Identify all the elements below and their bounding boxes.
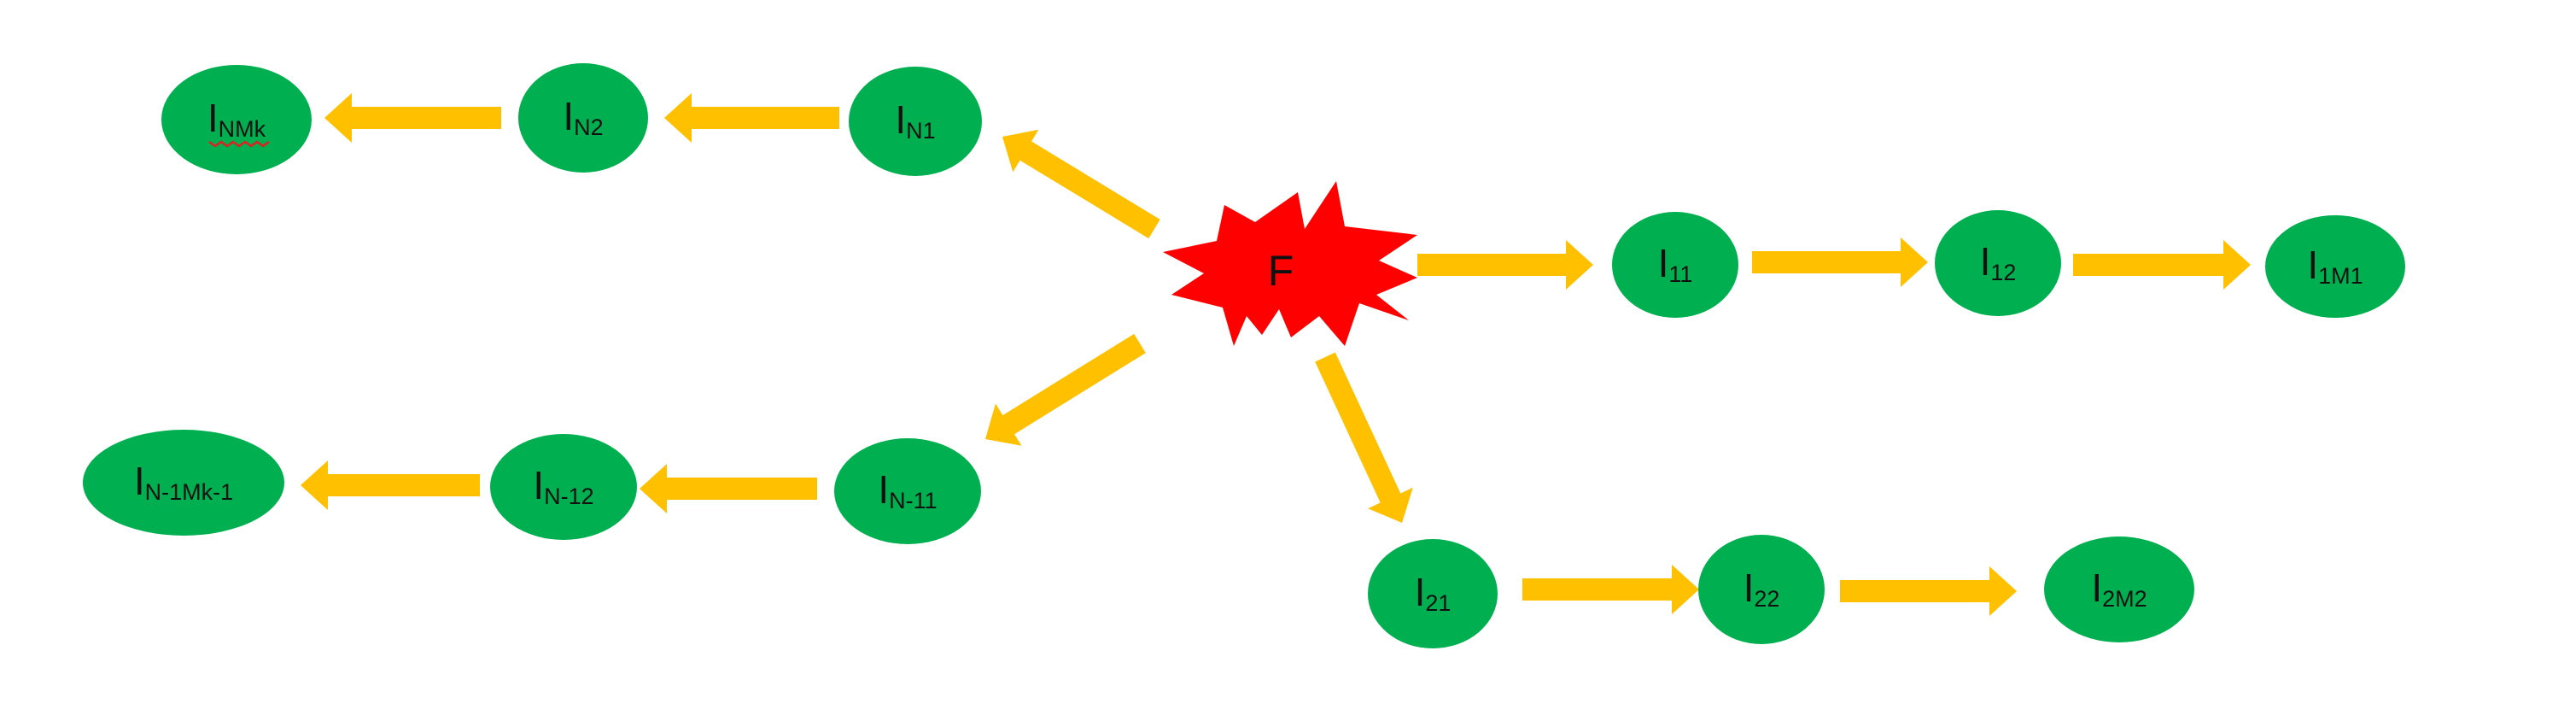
node-ellipse bbox=[1935, 210, 2061, 316]
source-label: F bbox=[1268, 247, 1294, 295]
node-ellipse bbox=[1612, 212, 1738, 318]
node-label: IN-1Mk-1 bbox=[134, 459, 233, 505]
arrow-nN2-to-nNMk bbox=[324, 93, 501, 143]
node-n2M2: I2M2 bbox=[2044, 536, 2194, 642]
node-ellipse bbox=[2265, 215, 2405, 318]
node-n1M1: I1M1 bbox=[2265, 215, 2405, 318]
node-label-subscript: 21 bbox=[1425, 590, 1451, 616]
node-label-main: I bbox=[563, 94, 574, 138]
node-label-subscript: 12 bbox=[1990, 260, 2016, 285]
arrow-n12-to-n1M1 bbox=[2073, 240, 2251, 290]
node-label: I12 bbox=[1980, 239, 2017, 285]
node-label: IN1 bbox=[895, 97, 935, 144]
node-label-main: I bbox=[1415, 570, 1426, 614]
node-ellipse bbox=[849, 67, 982, 176]
node-label-main: I bbox=[1744, 566, 1755, 610]
arrow-nN1-to-nN2 bbox=[664, 93, 839, 143]
node-nN1Mk: IN-1Mk-1 bbox=[83, 430, 284, 536]
node-label-main: I bbox=[2091, 566, 2102, 610]
node-n21: I21 bbox=[1368, 539, 1498, 648]
node-label: I11 bbox=[1658, 241, 1693, 287]
node-nNMk: INMk bbox=[161, 65, 312, 174]
node-label: IN-12 bbox=[533, 463, 593, 509]
node-ellipse bbox=[83, 430, 284, 536]
node-label: IN2 bbox=[563, 94, 603, 140]
node-label-subscript: NMk bbox=[219, 116, 266, 142]
node-n12: I12 bbox=[1935, 210, 2061, 316]
source-node: F bbox=[1163, 181, 1417, 346]
node-label-subscript: N-12 bbox=[544, 484, 594, 509]
node-label: IN-11 bbox=[878, 467, 937, 513]
arrow-F-to-n21 bbox=[1315, 352, 1413, 523]
node-label-subscript: N1 bbox=[906, 118, 936, 144]
node-label-subscript: 2M2 bbox=[2102, 586, 2147, 612]
node-label-main: I bbox=[878, 467, 889, 512]
node-label-main: I bbox=[1980, 239, 1991, 284]
star-burst-icon bbox=[1163, 181, 1417, 346]
arrow-F-to-n11 bbox=[1417, 240, 1593, 290]
node-nN11: IN-11 bbox=[834, 438, 981, 544]
arrow-F-to-nN1 bbox=[1002, 129, 1160, 239]
node-ellipse bbox=[490, 434, 637, 540]
node-ellipse bbox=[834, 438, 981, 544]
node-label-subscript: 22 bbox=[1754, 586, 1779, 612]
node-label: I21 bbox=[1415, 570, 1452, 616]
node-label-subscript: N-11 bbox=[889, 488, 938, 513]
node-n11: I11 bbox=[1612, 212, 1738, 318]
edges-layer bbox=[301, 93, 2251, 616]
node-label-subscript: 11 bbox=[1668, 261, 1692, 287]
arrow-nN12-to-nN1Mk bbox=[301, 460, 480, 510]
node-ellipse bbox=[2044, 536, 2194, 642]
node-label: I2M2 bbox=[2091, 566, 2147, 612]
arrow-n21-to-n22 bbox=[1522, 565, 1699, 614]
node-label-main: I bbox=[207, 96, 219, 140]
arrow-n22-to-n2M2 bbox=[1840, 566, 2017, 616]
node-label-main: I bbox=[1658, 241, 1669, 285]
node-ellipse bbox=[161, 65, 312, 174]
node-label-main: I bbox=[895, 97, 906, 142]
spellcheck-squiggle-icon bbox=[208, 140, 270, 148]
node-label-subscript: N2 bbox=[574, 114, 604, 140]
arrow-F-to-nN11 bbox=[985, 333, 1146, 446]
node-ellipse bbox=[518, 63, 648, 173]
node-label: I22 bbox=[1744, 566, 1780, 612]
arrow-n11-to-n12 bbox=[1752, 237, 1928, 287]
node-label: INMk bbox=[207, 96, 266, 142]
node-label-main: I bbox=[533, 463, 544, 507]
node-ellipse bbox=[1368, 539, 1498, 648]
node-ellipse bbox=[1698, 535, 1825, 644]
node-nN2: IN2 bbox=[518, 63, 648, 173]
node-label: I1M1 bbox=[2307, 243, 2363, 289]
node-label-subscript: N-1Mk-1 bbox=[145, 479, 234, 505]
node-label-subscript: 1M1 bbox=[2318, 263, 2363, 289]
node-nN1: IN1 bbox=[849, 67, 982, 176]
node-n22: I22 bbox=[1698, 535, 1825, 644]
arrow-nN11-to-nN12 bbox=[640, 464, 817, 513]
node-label-main: I bbox=[134, 459, 145, 503]
node-nN12: IN-12 bbox=[490, 434, 637, 540]
node-label-main: I bbox=[2307, 243, 2318, 287]
